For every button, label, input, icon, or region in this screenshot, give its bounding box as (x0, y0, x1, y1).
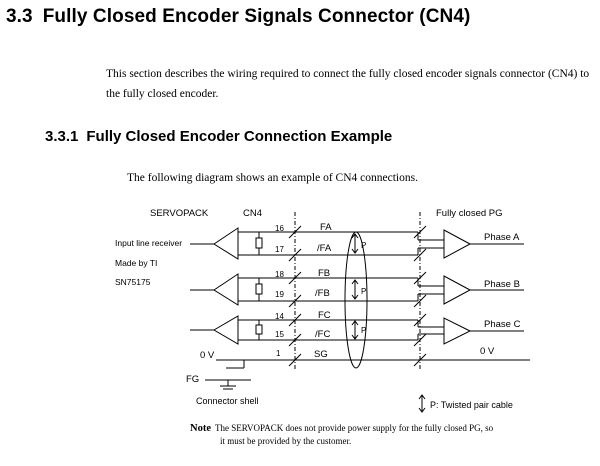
zero-v-left-label: 0 V (200, 350, 215, 361)
twisted-pair-mark-b: P (361, 287, 366, 296)
receiver-line-1: Input line receiver (115, 238, 182, 248)
section-title: Fully Closed Encoder Signals Connector (… (42, 6, 471, 27)
phase-c-circuit (190, 313, 524, 347)
subsection-title: Fully Closed Encoder Connection Example (86, 128, 393, 145)
pin-16-label: 16 (275, 224, 284, 233)
pin-17-label: 17 (275, 245, 284, 254)
zero-v-right-label: 0 V (480, 346, 495, 357)
pin-18-label: 18 (275, 270, 284, 279)
receiver-line-3: SN75175 (115, 277, 151, 287)
signal-fa-label: FA (320, 222, 332, 233)
note-text-1: The SERVOPACK does not provide power sup… (215, 423, 494, 433)
connector-shell-label: Connector shell (196, 396, 259, 406)
fg-label: FG (186, 374, 199, 385)
pin-19-label: 19 (275, 290, 284, 299)
section-heading: 3.3 Fully Closed Encoder Signals Connecto… (6, 6, 470, 28)
signal-fc-label: FC (318, 310, 331, 321)
signal-nfc-label: /FC (315, 329, 330, 340)
cn4-label: CN4 (243, 208, 262, 219)
subsection-number: 3.3.1 (45, 128, 79, 145)
signal-nfa-label: /FA (317, 243, 332, 254)
phase-c-label: Phase C (484, 319, 521, 330)
pin-1-label: 1 (276, 349, 281, 358)
legend-label: P: Twisted pair cable (430, 400, 513, 410)
servopack-label: SERVOPACK (150, 208, 209, 219)
signal-fb-label: FB (318, 268, 330, 279)
phase-b-label: Phase B (484, 279, 520, 290)
section-number: 3.3 (6, 6, 33, 27)
signal-sg-label: SG (314, 349, 328, 360)
phase-a-circuit (190, 225, 524, 262)
section-intro: This section describes the wiring requir… (106, 68, 590, 100)
subsection-heading: 3.3.1 Fully Closed Encoder Connection Exa… (45, 128, 392, 145)
twisted-pair-mark-c: P (361, 326, 366, 335)
signal-nfb-label: /FB (315, 288, 330, 299)
note-label: Note (190, 423, 211, 434)
cable-shield-ellipse (344, 231, 368, 369)
note-text-2: it must be provided by the customer. (220, 436, 352, 446)
phase-b-circuit (190, 271, 524, 308)
pg-label: Fully closed PG (436, 208, 503, 219)
note-block: Note The SERVOPACK does not provide power… (190, 422, 493, 448)
receiver-line-2: Made by TI (115, 258, 157, 268)
phase-a-label: Phase A (484, 232, 520, 243)
diagram-lead: The following diagram shows an example o… (127, 172, 418, 184)
pin-15-label: 15 (275, 330, 284, 339)
twisted-pair-mark-a: P (361, 241, 366, 250)
pin-14-label: 14 (275, 312, 284, 321)
note-line-1: Note The SERVOPACK does not provide power… (190, 422, 493, 435)
